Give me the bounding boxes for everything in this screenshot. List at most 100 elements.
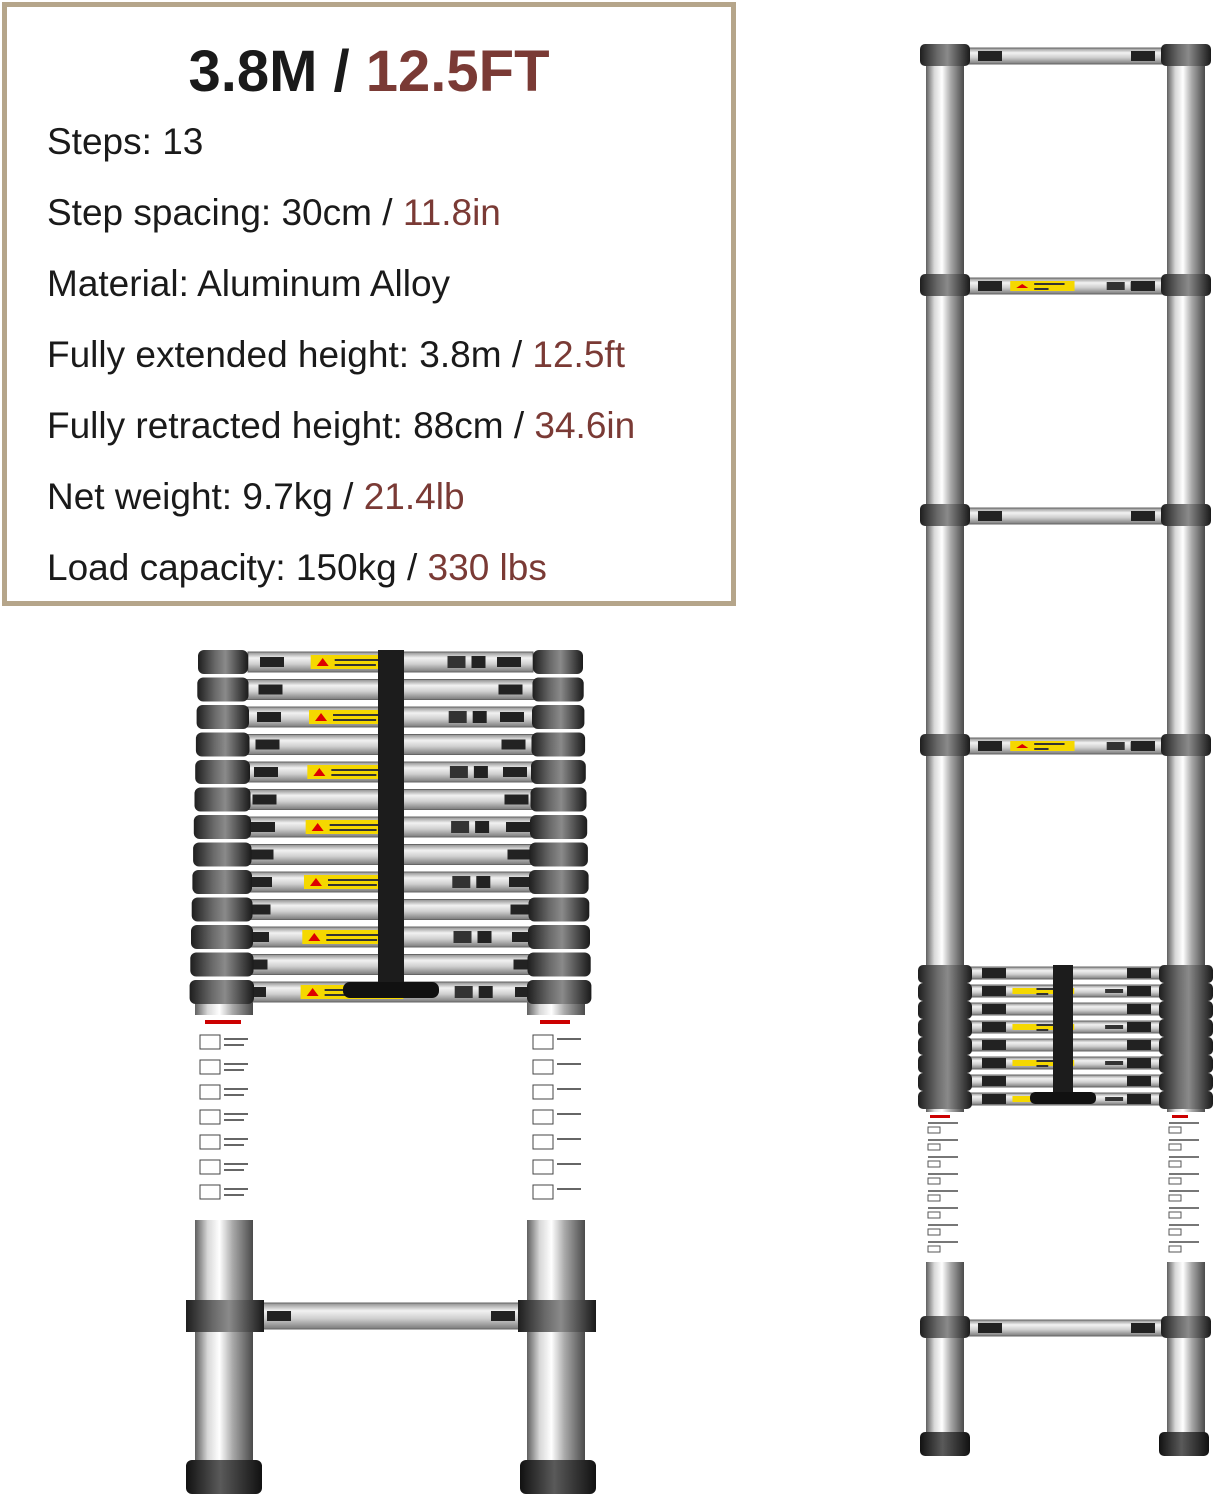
lock-icon — [473, 766, 488, 778]
lock-icon — [1129, 1025, 1144, 1029]
leg-joint — [920, 504, 970, 526]
warning-text-line — [329, 824, 393, 826]
spec-box: 3.8M / 12.5FT Steps: 13 Step spacing: 30… — [2, 2, 736, 606]
pictogram-icon — [927, 1177, 941, 1185]
spec-row-extended-height: Fully extended height: 3.8m / 12.5ft — [47, 333, 625, 377]
leg-joint — [529, 870, 589, 894]
spec-value-imperial: 34.6in — [534, 405, 636, 446]
pictogram-icon — [1168, 1228, 1182, 1236]
warning-triangle-icon — [1016, 284, 1029, 288]
rung-slot — [982, 1058, 1006, 1068]
rung-slot — [497, 657, 521, 667]
instruction-text-line — [928, 1207, 958, 1209]
leg-joint — [527, 952, 591, 977]
instruction-text-line — [557, 1063, 581, 1065]
leg-joint — [197, 677, 249, 702]
spec-value-imperial: 12.5ft — [532, 334, 625, 375]
lock-icon — [478, 986, 493, 998]
strap-buckle — [343, 982, 439, 998]
rung-slot — [978, 741, 1002, 751]
retracted-ladder-illustration — [186, 650, 596, 1494]
warning-text-line — [1036, 1024, 1065, 1026]
leg-joint — [533, 650, 583, 674]
pictogram-icon — [199, 1159, 221, 1175]
leg-joint — [194, 787, 251, 812]
pictogram-icon — [927, 1211, 941, 1219]
spec-label: Steps: — [47, 121, 163, 162]
title-imperial: 12.5FT — [365, 39, 550, 104]
rung-slot — [252, 794, 277, 805]
spec-label: Material: — [47, 263, 198, 304]
leg-joint — [918, 1073, 972, 1091]
pictogram-icon — [199, 1059, 221, 1075]
warning-text-line — [331, 774, 377, 776]
pictogram-icon — [927, 1194, 941, 1202]
instruction-text-line — [928, 1139, 958, 1141]
pictogram-icon — [199, 1084, 221, 1100]
lock-icon — [476, 876, 491, 888]
rung-slot — [978, 511, 1002, 521]
leg-joint — [918, 1037, 972, 1055]
instruction-text-line — [224, 1144, 244, 1146]
warning-triangle-icon — [316, 658, 329, 666]
spec-label: Fully retracted height: — [47, 405, 414, 446]
rung-slot — [1127, 968, 1151, 978]
spec-label: Load capacity: — [47, 547, 296, 588]
spec-value-metric: 88cm — [413, 405, 504, 446]
lock-icon — [1130, 742, 1145, 750]
ladder-rung — [254, 1302, 528, 1330]
rung-slot — [982, 1004, 1006, 1014]
warning-text-line — [1034, 748, 1049, 750]
leg-joint — [186, 1300, 264, 1332]
leg-joint — [918, 1001, 972, 1019]
lock-icon — [449, 766, 468, 778]
leg-joint — [193, 815, 251, 839]
rung-slot — [245, 932, 269, 942]
leg-joint — [518, 1300, 596, 1332]
title-metric: 3.8M — [188, 39, 318, 104]
rung-slot — [978, 281, 1002, 291]
pictogram-icon — [927, 1228, 941, 1236]
warning-text-line — [333, 719, 377, 721]
warning-triangle-icon — [309, 878, 322, 886]
rung-slot — [507, 849, 532, 860]
lock-icon — [451, 821, 470, 833]
leg-joint — [918, 965, 972, 983]
leg-joint — [528, 897, 590, 922]
spec-label: Step spacing: — [47, 192, 282, 233]
instruction-text-line — [557, 1088, 581, 1090]
warning-text-line — [1036, 988, 1065, 990]
warning-label — [1012, 1060, 1075, 1066]
warning-text-line — [1036, 1065, 1049, 1067]
instruction-header — [930, 1115, 950, 1118]
spec-value-metric: 3.8m — [419, 334, 502, 375]
spec-value-imperial: 330 lbs — [427, 547, 547, 588]
warning-text-line — [1034, 288, 1049, 290]
warning-text-line — [1034, 283, 1065, 285]
lock-icon — [1129, 989, 1144, 993]
spec-value-imperial: 11.8in — [402, 192, 501, 233]
rung-slot — [243, 959, 268, 970]
instruction-text-line — [557, 1038, 581, 1040]
lock-icon — [1129, 1097, 1144, 1101]
instruction-text-line — [1169, 1156, 1199, 1158]
rung-slot — [249, 849, 274, 860]
leg-joint — [190, 952, 254, 977]
pictogram-icon — [532, 1134, 554, 1150]
pictogram-icon — [927, 1245, 941, 1253]
instruction-text-line — [1169, 1122, 1199, 1124]
lock-icon — [1105, 1061, 1124, 1065]
leg-joint — [532, 705, 585, 729]
leg-joint — [918, 1055, 972, 1073]
lock-icon — [453, 931, 472, 943]
instruction-text-line — [224, 1119, 244, 1121]
rung-slot — [1131, 1323, 1155, 1333]
leg-joint — [918, 983, 972, 1001]
spec-separator: / — [332, 476, 364, 517]
warning-text-line — [334, 659, 392, 661]
rung-slot — [510, 904, 535, 915]
instruction-text-line — [224, 1063, 248, 1065]
spec-separator: / — [501, 334, 533, 375]
ladder-foot — [520, 1460, 596, 1494]
leg-joint — [531, 760, 586, 784]
